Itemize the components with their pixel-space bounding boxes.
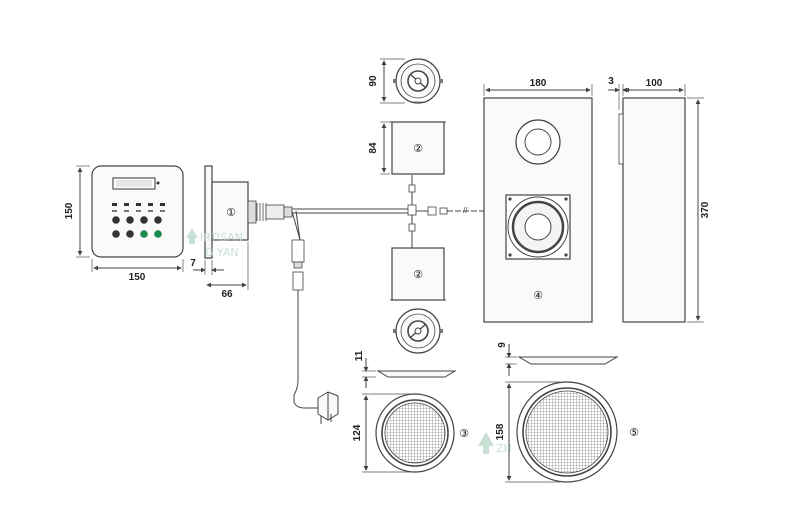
- speaker-box-front: ④: [483, 97, 593, 323]
- dim-grille-large-height: 9: [497, 342, 517, 376]
- panel-small-buttons: [112, 203, 165, 212]
- grille-small-front: ③: [375, 393, 469, 473]
- dim-box-depth: 100: [624, 78, 686, 96]
- power-adapter: [291, 239, 339, 424]
- control-panel-side: ①: [204, 165, 293, 259]
- panel-height-label: 150: [64, 202, 75, 219]
- item-4-label: ④: [533, 289, 543, 302]
- dim-grille-small-height: 11: [354, 350, 376, 388]
- tweeter-can-lower: [391, 247, 445, 301]
- tweeter-top-upper: [393, 58, 443, 104]
- dim-tweeter-diameter: 90: [368, 58, 405, 104]
- tweeter-side-upper: ②: [390, 121, 446, 175]
- box-side-outline: [622, 97, 686, 323]
- panel-depth-label: 66: [221, 289, 233, 300]
- dim-panel-depth: 66: [206, 242, 249, 300]
- control-panel-front: [91, 165, 184, 258]
- grille-small-height-label: 11: [354, 350, 365, 361]
- cable-harness: //: [291, 175, 484, 248]
- dim-box-height: 370: [687, 97, 711, 323]
- watermark-text-1: IRTISAN: [200, 231, 243, 244]
- box-height-label: 370: [700, 201, 711, 218]
- item-5-label: ⑤: [629, 426, 639, 439]
- tweeter-can-upper: [391, 121, 445, 175]
- grille-large-diameter-label: 158: [495, 423, 506, 440]
- watermark-text-2: G YAN: [205, 246, 239, 259]
- box-wall-label: 3: [608, 76, 614, 87]
- speaker-box-side: [618, 97, 686, 323]
- item-2-lower-label: ②: [413, 268, 423, 281]
- grille-small-side: [376, 370, 457, 378]
- dim-tweeter-depth: 84: [368, 121, 390, 175]
- grille-large-front: ⑤: [516, 381, 639, 483]
- tweeter-depth-label: 84: [368, 142, 379, 154]
- item-1-label: ①: [226, 206, 236, 219]
- dim-panel-width: 150: [91, 259, 184, 283]
- grille-large-height-label: 9: [497, 342, 508, 348]
- panel-faceplate: [204, 165, 213, 259]
- dim-grille-large-diameter: 158: [495, 381, 560, 483]
- indicator-led: [156, 181, 160, 185]
- dim-panel-height: 150: [64, 165, 90, 258]
- svg-text://: //: [463, 206, 468, 215]
- box-depth-label: 100: [646, 78, 663, 89]
- dim-grille-small-diameter: 124: [352, 393, 410, 473]
- grille-large-side: [517, 356, 619, 365]
- watermark: IRTISAN G YAN ZH: [186, 228, 512, 455]
- tweeter-diameter-label: 90: [368, 75, 379, 87]
- panel-round-buttons: [112, 216, 162, 238]
- junction-connector: [407, 204, 417, 216]
- watermark-text-3: ZH: [496, 442, 512, 455]
- item-2-upper-label: ②: [413, 142, 423, 155]
- box-width-label: 180: [530, 78, 547, 89]
- grille-small-diameter-label: 124: [352, 424, 363, 441]
- panel-width-label: 150: [129, 272, 146, 283]
- item-3-label: ③: [459, 427, 469, 440]
- dim-box-width: 180: [483, 78, 593, 96]
- dim-panel-thickness: 7: [190, 258, 224, 275]
- panel-backbox: [211, 181, 249, 241]
- panel-thickness-label: 7: [190, 258, 196, 269]
- tweeter-top-lower: [393, 308, 443, 354]
- tweeter-side-lower: ②: [390, 247, 446, 301]
